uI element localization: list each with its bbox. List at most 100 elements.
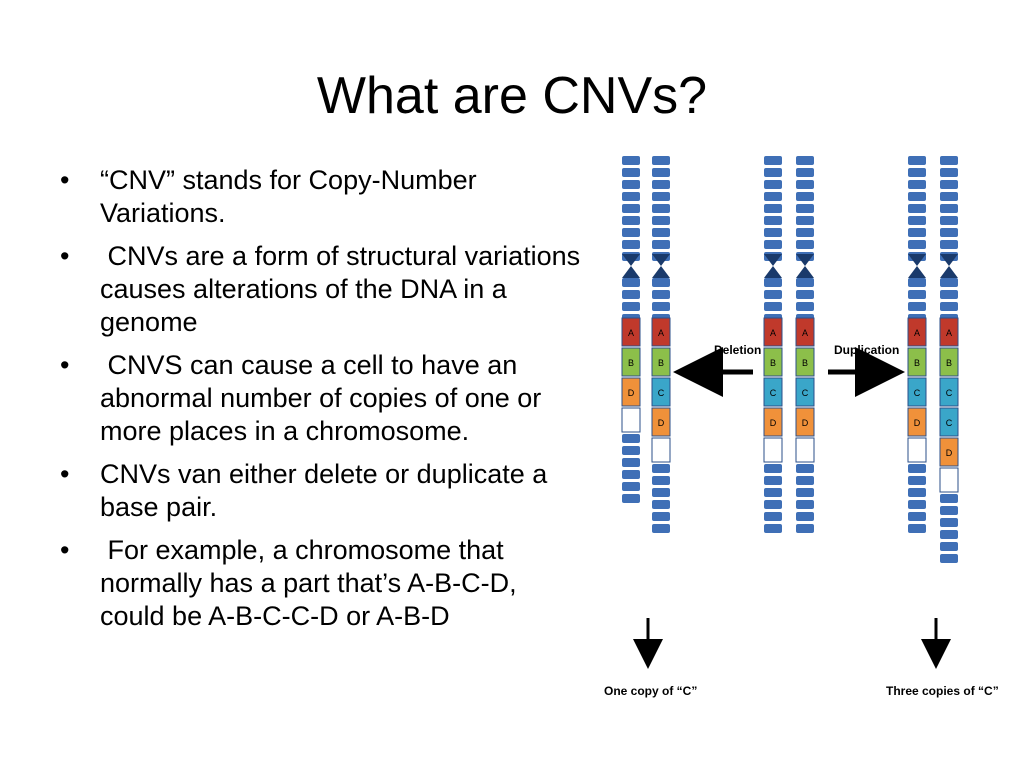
caption-one-copy: One copy of “C” [604, 684, 697, 698]
chromosome-band [622, 156, 640, 165]
white-region [907, 437, 927, 463]
bullet-item: • CNVs van either delete or duplicate a b… [56, 458, 596, 524]
segment-c [763, 377, 783, 407]
bullet-item: • CNVS can cause a cell to have an abnor… [56, 349, 596, 448]
segment-c [907, 377, 927, 407]
chromosome-band [940, 240, 958, 249]
chromosome-band [908, 228, 926, 237]
centromere [764, 254, 782, 266]
centromere [908, 266, 926, 278]
chromosome-band [796, 204, 814, 213]
chromosome-band [652, 476, 670, 485]
chromosome-band [652, 278, 670, 287]
chromosome-band [908, 216, 926, 225]
segment-a [795, 317, 815, 347]
chromosome-band [796, 290, 814, 299]
chromosome-band [764, 302, 782, 311]
chromosome-band [796, 240, 814, 249]
chromosome-band [622, 192, 640, 201]
chromosome-band [652, 302, 670, 311]
centromere [796, 254, 814, 266]
chromosome-band [764, 512, 782, 521]
chromosome-band [622, 434, 640, 443]
bullet-item: •“CNV” stands for Copy-Number Variations… [56, 164, 596, 230]
segment-d [907, 407, 927, 437]
segment-label: A [770, 328, 776, 338]
chromosome-band [652, 464, 670, 473]
chromosome-band [652, 228, 670, 237]
segment-c [939, 407, 959, 437]
segment-label: B [770, 358, 776, 368]
bullet-text: CNVs van either delete or duplicate a ba… [100, 459, 548, 522]
centromere [764, 266, 782, 278]
chromosome-band [796, 228, 814, 237]
chromosome-band [764, 168, 782, 177]
centromere [908, 254, 926, 266]
chromosome-band [908, 278, 926, 287]
centromere [940, 266, 958, 278]
chromosome-band [764, 156, 782, 165]
segment-label: B [946, 358, 952, 368]
segment-label: C [946, 388, 953, 398]
segment-a [621, 317, 641, 347]
white-region [621, 407, 641, 433]
segment-label: D [802, 418, 809, 428]
chromosome-band [764, 192, 782, 201]
chromosome-band [796, 488, 814, 497]
chromosome-band [652, 524, 670, 533]
chromosome-band [796, 302, 814, 311]
segment-b [795, 347, 815, 377]
chromosome-band [796, 476, 814, 485]
chromosome-band [796, 500, 814, 509]
bullet-item: • For example, a chromosome that normall… [56, 534, 596, 633]
chromosome-band [908, 204, 926, 213]
chromosome-band [796, 512, 814, 521]
segment-label: B [628, 358, 634, 368]
chromosome-band [652, 192, 670, 201]
segment-d [939, 437, 959, 467]
chromosome-band [622, 216, 640, 225]
deletion-label: Deletion [714, 343, 761, 357]
centromere [796, 266, 814, 278]
bullet-marker: • [60, 165, 70, 195]
bullet-marker: • [60, 350, 70, 380]
chromosome-band [796, 156, 814, 165]
chromosome-band [764, 524, 782, 533]
chromosome-band [796, 524, 814, 533]
chromosome-band [622, 204, 640, 213]
segment-a [763, 317, 783, 347]
chromosome-band [908, 476, 926, 485]
bullet-item: • CNVs are a form of structural variatio… [56, 240, 596, 339]
segment-a [939, 317, 959, 347]
chromosome-band [764, 464, 782, 473]
chromosome-band [764, 228, 782, 237]
centromere [652, 254, 670, 266]
chromosome-band [908, 488, 926, 497]
chromosome-band [796, 192, 814, 201]
chromosome-band [622, 180, 640, 189]
bullet-marker: • [60, 459, 70, 489]
segment-label: C [914, 388, 921, 398]
chromosome-band [764, 278, 782, 287]
segment-label: A [946, 328, 952, 338]
segment-label: A [628, 328, 634, 338]
chromosome-band [940, 542, 958, 551]
bullet-text: CNVS can cause a cell to have an abnorma… [100, 350, 549, 446]
chromosome-band [622, 168, 640, 177]
segment-label: A [658, 328, 664, 338]
chromosome-band [940, 168, 958, 177]
segment-d [795, 407, 815, 437]
chromosome-band [940, 506, 958, 515]
chromosome-band [908, 156, 926, 165]
chromosome-band [764, 290, 782, 299]
centromere [940, 254, 958, 266]
slide-title: What are CNVs? [316, 67, 708, 125]
segment-c [939, 377, 959, 407]
chromosome-band [940, 216, 958, 225]
segment-label: A [802, 328, 808, 338]
